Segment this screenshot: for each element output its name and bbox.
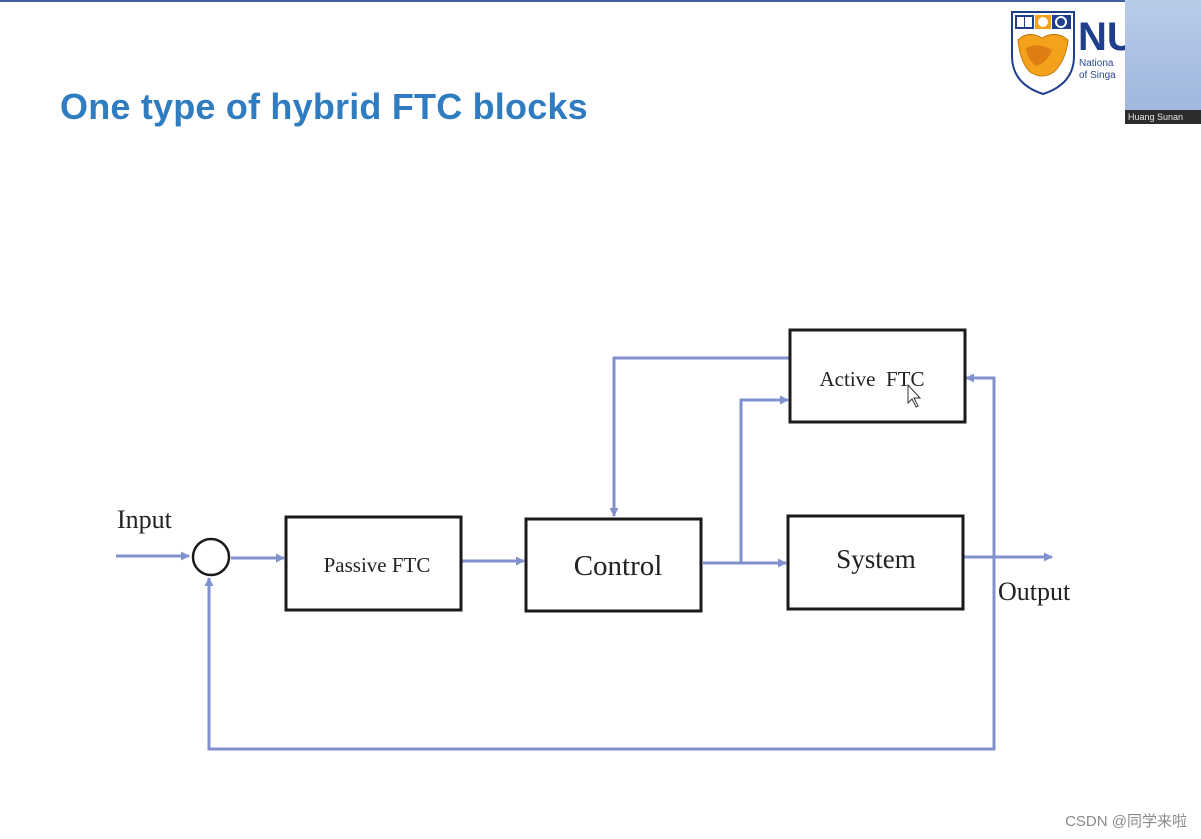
logo-line1: Nationa	[1079, 58, 1114, 69]
passive-ftc-label: Passive FTC	[324, 553, 431, 577]
mouse-cursor-icon	[907, 383, 922, 408]
logo-line2: of Singa	[1079, 70, 1116, 81]
passive-ftc-box	[284, 515, 463, 612]
watermark: CSDN @同学来啦	[1065, 813, 1187, 830]
slide-title: One type of hybrid FTC blocks	[60, 86, 588, 127]
feedback-arrow	[204, 557, 996, 751]
system-label: System	[836, 544, 916, 574]
control-label: Control	[574, 550, 663, 582]
control-to-active-arrow	[739, 395, 789, 563]
output-label: Output	[998, 577, 1071, 606]
input-label: Input	[117, 505, 173, 534]
university-logo: NU Nationa of Singa	[1011, 11, 1126, 96]
signal-lines	[116, 356, 1053, 751]
control-box	[524, 517, 703, 613]
participant-name: Huang Sunan	[1125, 110, 1201, 124]
summing-junction	[191, 537, 231, 577]
logo-abbrev: NU	[1078, 15, 1126, 59]
participant-video-tile[interactable]: Huang Sunan	[1125, 0, 1201, 124]
slide-top-rule	[0, 0, 1201, 2]
output-to-active-arrow	[965, 373, 996, 557]
blocks	[284, 328, 967, 613]
system-box	[786, 514, 965, 611]
active-to-control-arrow	[609, 356, 789, 517]
active-ftc-label: Active FTC	[820, 367, 925, 391]
active-ftc-box	[788, 328, 967, 424]
